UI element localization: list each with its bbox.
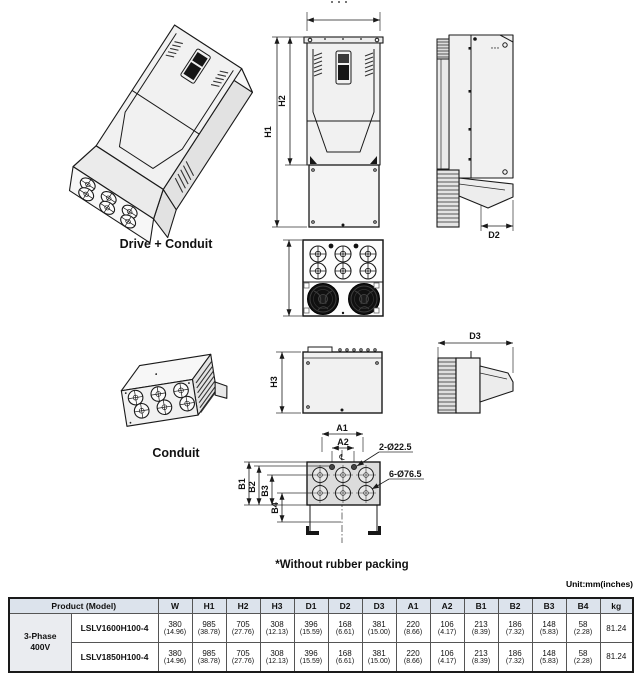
col-d3: D3 (361, 597, 397, 614)
spec-cell: 308(12.13) (259, 613, 295, 643)
col-h1: H1 (191, 597, 227, 614)
spec-cell: 985(38.78) (191, 642, 227, 672)
col-b1: B1 (463, 597, 499, 614)
dimension-table: Product (Model) W H1 H2 H3 D1 D2 D3 A1 A… (8, 597, 635, 673)
bottom-fan-view (283, 239, 384, 317)
spec-cell: 213(8.39) (463, 642, 499, 672)
side-view: D2 (436, 34, 514, 240)
col-kg: kg (599, 597, 634, 614)
phase-group-cell: 3-Phase 400V (8, 613, 72, 672)
spec-cell: 168(6.61) (327, 642, 363, 672)
spec-cell: 380(14.96) (157, 613, 193, 643)
col-d2: D2 (327, 597, 363, 614)
dimension-drawings: Drive + Conduit H1 H2 (68, 1, 514, 571)
dim-h1: H1 (263, 126, 273, 138)
spec-cell: 396(15.59) (293, 642, 329, 672)
table-row: 3-Phase 400V LSLV1600H100-4 380(14.96) 9… (8, 613, 634, 672)
unit-label: Unit:mm(inches) (565, 579, 633, 589)
dim-b2: B2 (247, 481, 257, 493)
spec-cell: 220(8.66) (395, 613, 431, 643)
spec-cell: 220(8.66) (395, 642, 431, 672)
col-b4: B4 (565, 597, 601, 614)
mount-hole (328, 243, 334, 249)
dim-b3: B3 (260, 485, 270, 497)
dim-d2: D2 (488, 230, 500, 240)
holes-small-label: 2-Ø22.5 (379, 442, 412, 452)
dim-a2: A2 (337, 437, 349, 447)
bottom-hole-dimension-view: A1 A2 ℄ 2-Ø22.5 6-Ø76.5 B1 B2 B3 B4 (237, 423, 424, 543)
spec-cell: 168(6.61) (327, 613, 363, 643)
spec-cell: 186(7.32) (497, 642, 533, 672)
spec-cell: 396(15.59) (293, 613, 329, 643)
rubber-packing-note: *Without rubber packing (275, 559, 408, 571)
col-h3: H3 (259, 597, 295, 614)
table-header-row: Product (Model) W H1 H2 H3 D1 D2 D3 A1 A… (8, 597, 634, 614)
conduit-side-view: D3 (437, 331, 514, 414)
clipped-label-mark (331, 1, 333, 3)
mounting-foot (368, 526, 381, 535)
mounting-foot (306, 526, 319, 535)
spec-cell: 381(15.00) (361, 642, 397, 672)
spec-cell: 58(2.28) (565, 613, 601, 643)
spec-cell: 985(38.78) (191, 613, 227, 643)
spec-cell: 186(7.32) (497, 613, 533, 643)
keypad (335, 50, 352, 85)
spec-cell: 381(15.00) (361, 613, 397, 643)
table-row: LSLV1850H100-4 380(14.96) 985(38.78) 705… (9, 642, 634, 672)
col-h2: H2 (225, 597, 261, 614)
conduit-caption: Conduit (152, 446, 200, 460)
model-cell: LSLV1850H100-4 (70, 642, 159, 672)
col-b2: B2 (497, 597, 533, 614)
centerline-symbol: ℄ (338, 453, 345, 462)
spec-cell: 106(4.17) (429, 642, 465, 672)
weight-cell: 81.24 (599, 613, 634, 643)
spec-cell: 148(5.83) (531, 642, 567, 672)
model-cell: LSLV1600H100-4 (70, 613, 159, 643)
drive-conduit-caption: Drive + Conduit (120, 237, 214, 251)
drive-conduit-isometric (68, 24, 254, 244)
dim-a1: A1 (336, 423, 348, 433)
dim-h2: H2 (277, 95, 287, 107)
spec-cell: 380(14.96) (157, 642, 193, 672)
spec-cell: 58(2.28) (565, 642, 601, 672)
weight-cell: 81.24 (599, 642, 634, 672)
dim-b4: B4 (270, 502, 280, 514)
cooling-fan (307, 283, 339, 315)
conduit-front-view: H3 (269, 346, 383, 414)
spec-cell: 705(27.76) (225, 642, 261, 672)
dim-b1: B1 (237, 478, 247, 490)
holes-large-label: 6-Ø76.5 (389, 469, 422, 479)
spec-cell: 705(27.76) (225, 613, 261, 643)
dim-h3: H3 (269, 376, 279, 388)
col-d1: D1 (293, 597, 329, 614)
spec-cell: 148(5.83) (531, 613, 567, 643)
col-a2: A2 (429, 597, 465, 614)
spec-cell: 106(4.17) (429, 613, 465, 643)
dim-d3: D3 (469, 331, 481, 341)
col-w: W (157, 597, 193, 614)
conduit-isometric (120, 353, 228, 427)
col-a1: A1 (395, 597, 431, 614)
col-b3: B3 (531, 597, 567, 614)
col-product-model: Product (Model) (8, 597, 159, 614)
spec-cell: 308(12.13) (259, 642, 295, 672)
spec-cell: 213(8.39) (463, 613, 499, 643)
front-view: H1 H2 (263, 1, 384, 228)
